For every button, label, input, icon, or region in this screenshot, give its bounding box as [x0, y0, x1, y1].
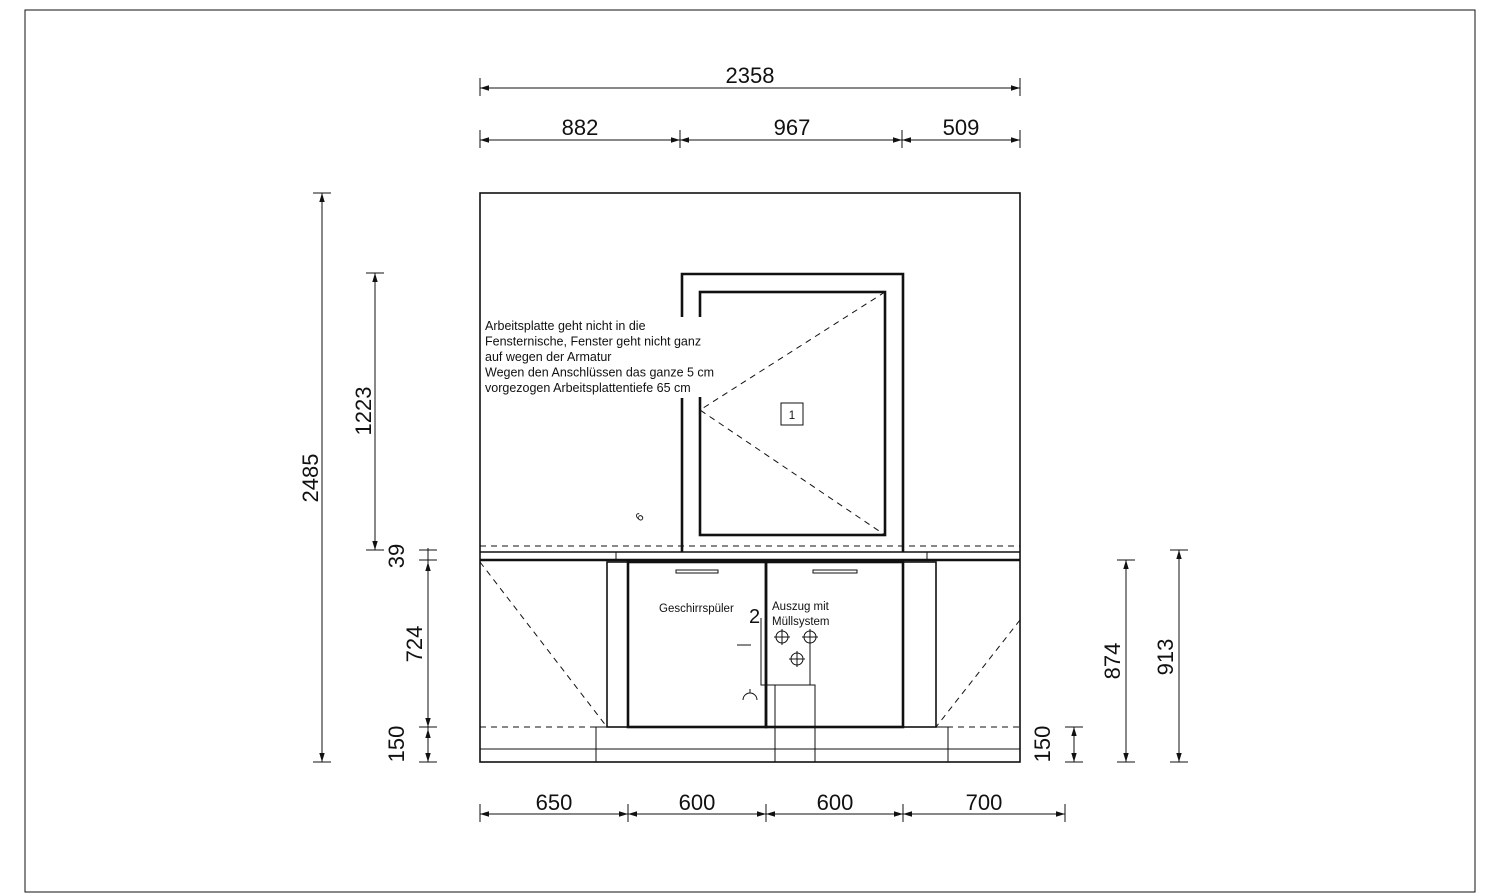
svg-text:39: 39 — [384, 544, 409, 568]
svg-text:150: 150 — [384, 726, 409, 763]
svg-text:Arbeitsplatte geht nicht in di: Arbeitsplatte geht nicht in die — [485, 319, 646, 333]
wall-outline — [479, 192, 1021, 763]
svg-text:509: 509 — [943, 115, 980, 140]
svg-text:auf wegen der Armatur: auf wegen der Armatur — [485, 350, 611, 364]
window-number-box — [780, 402, 804, 426]
svg-text:700: 700 — [966, 790, 1003, 815]
pullout-label-2: Müllsystem — [772, 616, 830, 628]
note-text: Arbeitsplatte geht nicht in die Fenstern… — [485, 319, 714, 395]
pullout-front — [764, 560, 905, 729]
window-number: 1 — [789, 410, 795, 422]
connection-zone — [760, 618, 811, 686]
side-panel-left — [606, 561, 629, 728]
rotated-symbol: 6 — [634, 511, 647, 524]
svg-text:967: 967 — [774, 115, 811, 140]
svg-text:600: 600 — [817, 790, 854, 815]
side-panel-right — [902, 561, 937, 728]
dimension-left: 2485 1223 39 724 150 — [298, 192, 437, 763]
countertop — [480, 545, 1020, 562]
svg-text:Fensternische, Fenster geht ni: Fensternische, Fenster geht nicht ganz — [485, 335, 701, 349]
pullout-number: 2 — [749, 606, 760, 628]
svg-text:874: 874 — [1100, 643, 1125, 680]
window: 1 — [680, 272, 905, 552]
svg-text:882: 882 — [562, 115, 599, 140]
plinth — [480, 684, 1020, 763]
drain-pipe — [774, 684, 816, 763]
dimension-bottom-segments: 650 600 600 700 — [479, 790, 1066, 822]
dishwasher-label: Geschirrspüler — [659, 603, 734, 615]
dimension-top-total: 2358 — [479, 63, 1021, 96]
handle — [675, 569, 719, 574]
svg-text:Wegen den Anschlüssen das ganz: Wegen den Anschlüssen das ganze 5 cm — [485, 366, 714, 380]
svg-text:vorgezogen Arbeitsplattentiefe: vorgezogen Arbeitsplattentiefe 65 cm — [485, 381, 691, 395]
svg-text:724: 724 — [402, 626, 427, 663]
pullout-label-1: Auszug mit — [772, 601, 830, 613]
handle — [812, 569, 858, 574]
svg-text:2358: 2358 — [726, 63, 775, 88]
svg-text:2485: 2485 — [298, 454, 323, 503]
drawing-frame — [24, 9, 1476, 893]
dimension-right: 150 874 913 — [1030, 549, 1188, 763]
connection-symbol-icon — [737, 629, 818, 701]
svg-text:150: 150 — [1030, 726, 1055, 763]
svg-text:913: 913 — [1153, 639, 1178, 676]
svg-text:1223: 1223 — [351, 387, 376, 436]
svg-text:600: 600 — [679, 790, 716, 815]
dimension-top-segments: 882 967 509 — [479, 115, 1021, 148]
base-cabinets: Geschirrspüler 2 Auszug mit Müllsystem — [479, 560, 1021, 729]
svg-text:650: 650 — [536, 790, 573, 815]
